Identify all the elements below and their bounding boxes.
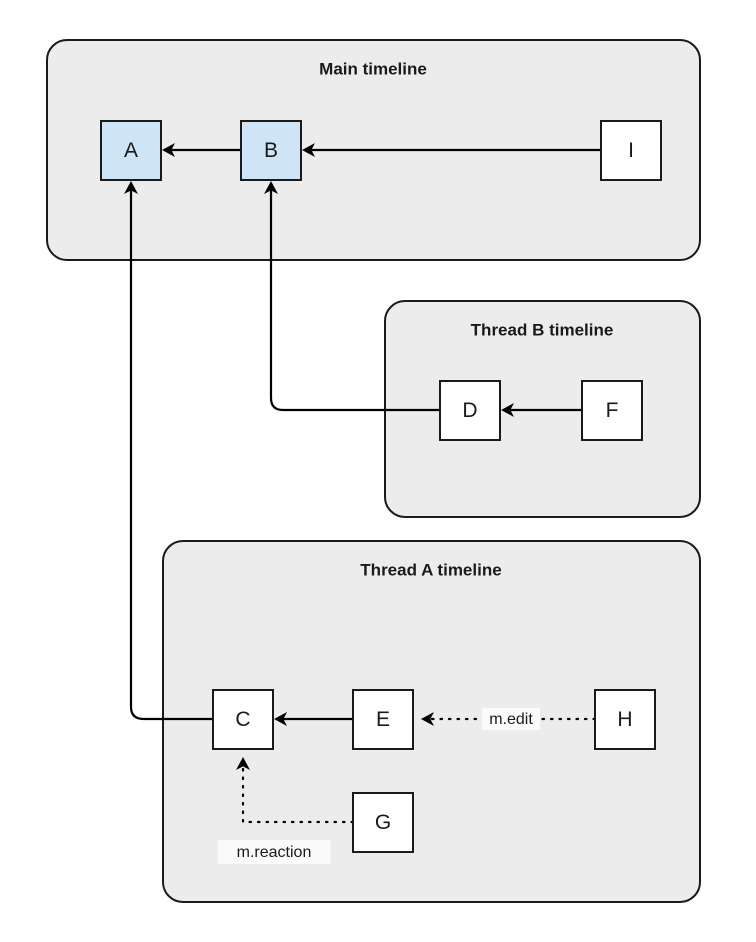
event-node-B[interactable]: B: [240, 120, 302, 181]
event-node-D-box[interactable]: [439, 380, 501, 441]
edge-G-to-C-line: [241, 763, 355, 824]
edge-F-to-D-arrowhead-icon: [501, 403, 514, 417]
event-node-I-label: I: [628, 139, 634, 162]
container-main-title: Main timeline: [319, 59, 427, 78]
event-node-H[interactable]: H: [594, 689, 656, 750]
event-node-B-box[interactable]: [240, 120, 302, 181]
edge-label-G-to-C-highlight: [217, 840, 331, 864]
edge-C-to-A-line: [129, 188, 213, 721]
event-node-H-box[interactable]: [594, 689, 656, 750]
edge-B-to-A: [162, 143, 241, 157]
edge-E-to-C-arrowhead-icon: [274, 712, 287, 726]
event-node-D[interactable]: D: [439, 380, 501, 441]
edge-I-to-B: [302, 143, 601, 157]
edge-D-to-B-arrowhead-icon: [264, 181, 278, 194]
event-node-H-label: H: [617, 708, 632, 731]
edge-label-H-to-E: m.edit: [482, 708, 540, 730]
event-node-F-box[interactable]: [581, 380, 643, 441]
event-node-A[interactable]: A: [100, 120, 162, 181]
event-node-G-label: G: [375, 811, 391, 834]
edge-C-to-A-arrowhead-icon: [124, 181, 138, 194]
edge-I-to-B-arrowhead-icon: [302, 143, 315, 157]
event-node-E-label: E: [376, 708, 390, 731]
event-node-C-label: C: [235, 708, 250, 731]
event-node-A-label: A: [124, 139, 138, 162]
edge-B-to-A-arrowhead-icon: [162, 143, 175, 157]
edge-D-to-B-line: [269, 188, 440, 412]
event-node-B-label: B: [264, 139, 278, 162]
event-node-G[interactable]: G: [352, 792, 414, 853]
event-node-E-box[interactable]: [352, 689, 414, 750]
event-nodes: A B I D F C E H G: [100, 120, 662, 853]
event-node-F-label: F: [606, 399, 619, 422]
container-thread_a-title: Thread A timeline: [360, 560, 501, 579]
event-node-I[interactable]: I: [600, 120, 662, 181]
container-thread_b-title: Thread B timeline: [471, 320, 614, 339]
edge-H-to-E: [421, 712, 597, 726]
edges-layer: [124, 143, 601, 824]
event-node-E[interactable]: E: [352, 689, 414, 750]
event-node-C[interactable]: C: [212, 689, 274, 750]
event-node-G-box[interactable]: [352, 792, 414, 853]
edge-label-H-to-E-highlight: [482, 708, 540, 730]
event-node-A-box[interactable]: [100, 120, 162, 181]
edge-H-to-E-arrowhead-icon: [421, 712, 434, 726]
edge-G-to-C-arrowhead-icon: [236, 757, 250, 770]
edge-C-to-A: [124, 181, 213, 721]
event-node-I-box[interactable]: [600, 120, 662, 181]
edge-D-to-B: [264, 181, 440, 412]
event-node-C-box[interactable]: [212, 689, 274, 750]
edge-label-G-to-C-text: m.reaction: [237, 844, 312, 861]
event-node-F[interactable]: F: [581, 380, 643, 441]
edge-E-to-C: [274, 712, 353, 726]
edge-F-to-D: [501, 403, 582, 417]
edge-label-G-to-C: m.reaction: [217, 840, 331, 864]
edge-labels-layer: m.edit m.reaction: [217, 708, 540, 864]
edge-G-to-C: [236, 757, 355, 824]
edge-label-H-to-E-text: m.edit: [489, 711, 533, 728]
event-node-D-label: D: [462, 399, 477, 422]
